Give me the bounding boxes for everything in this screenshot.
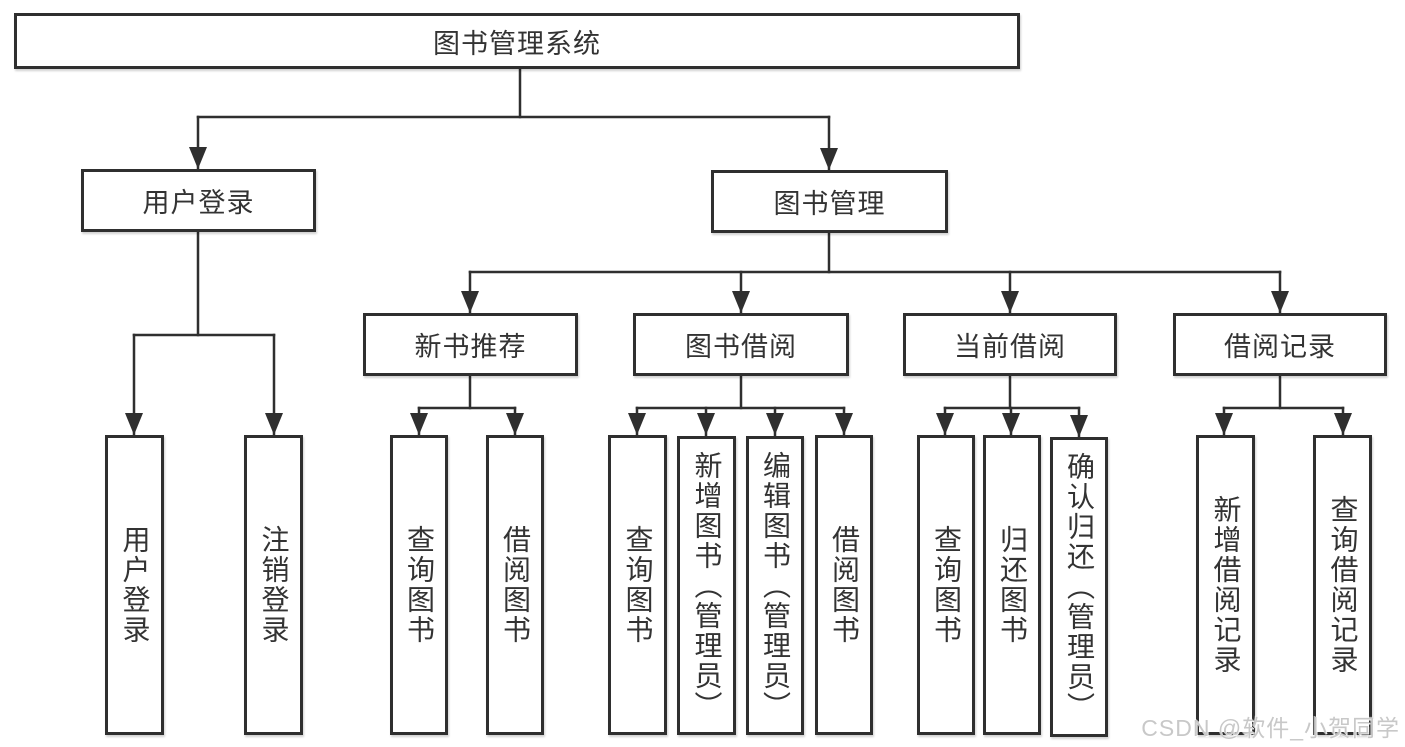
node-label: 新增图书（管理员） (691, 450, 723, 721)
branch-current-borrow (936, 374, 1088, 439)
node-label: 新增借阅记录 (1210, 495, 1242, 675)
node-label: 借阅记录 (1224, 332, 1336, 362)
node-label: 用户登录 (142, 188, 255, 218)
node-book-borrow: 图书借阅 (633, 313, 849, 376)
node-label: 查询借阅记录 (1327, 495, 1359, 675)
leaf-edit-books-admin: 编辑图书（管理员） (746, 436, 804, 735)
leaf-logout: 注销登录 (244, 435, 303, 735)
node-label: 图书管理 (773, 189, 886, 219)
leaf-add-borrow-record: 新增借阅记录 (1196, 435, 1255, 735)
node-label: 归还图书 (997, 525, 1028, 645)
branch-user-login (125, 230, 283, 437)
branch-borrow-records (1215, 374, 1352, 437)
node-label: 查询图书 (622, 525, 654, 645)
node-label: 当前借阅 (954, 332, 1066, 362)
node-label: 新书推荐 (414, 332, 527, 362)
node-root: 图书管理系统 (14, 13, 1020, 69)
leaf-return-books: 归还图书 (983, 435, 1041, 735)
leaf-add-books-admin: 新增图书（管理员） (677, 436, 736, 735)
node-user-login: 用户登录 (81, 169, 316, 232)
node-label: 图书管理系统 (433, 28, 601, 59)
node-current-borrow: 当前借阅 (903, 313, 1117, 376)
node-label: 注销登录 (258, 525, 290, 645)
node-book-management: 图书管理 (711, 170, 948, 233)
leaf-borrow-books-recommend: 借阅图书 (486, 435, 544, 735)
leaf-query-borrow-record: 查询借阅记录 (1313, 435, 1372, 735)
leaf-query-books-borrow: 查询图书 (608, 435, 667, 735)
leaf-query-books-current: 查询图书 (917, 435, 975, 735)
csdn-watermark: CSDN @软件_小贺同学 (1141, 715, 1400, 741)
node-label: 借阅图书 (829, 525, 860, 645)
node-label: 用户登录 (119, 525, 151, 645)
node-new-book-recommend: 新书推荐 (363, 313, 578, 376)
leaf-confirm-return-admin: 确认归还（管理员） (1050, 437, 1108, 737)
leaf-user-login: 用户登录 (105, 435, 164, 735)
leaf-query-books-recommend: 查询图书 (390, 435, 448, 735)
node-label: 借阅图书 (500, 525, 531, 645)
branch-book-borrow (628, 374, 853, 437)
leaf-borrow-books: 借阅图书 (815, 435, 873, 735)
branch-book-management (461, 231, 1289, 315)
node-label: 查询图书 (404, 525, 435, 645)
branch-new-book-recommend (410, 374, 524, 437)
node-label: 确认归还（管理员） (1064, 452, 1095, 722)
branch-root (189, 67, 838, 172)
node-borrow-records: 借阅记录 (1173, 313, 1387, 376)
node-label: 图书借阅 (685, 332, 797, 362)
node-label: 查询图书 (931, 525, 962, 645)
node-label: 编辑图书（管理员） (760, 450, 791, 721)
